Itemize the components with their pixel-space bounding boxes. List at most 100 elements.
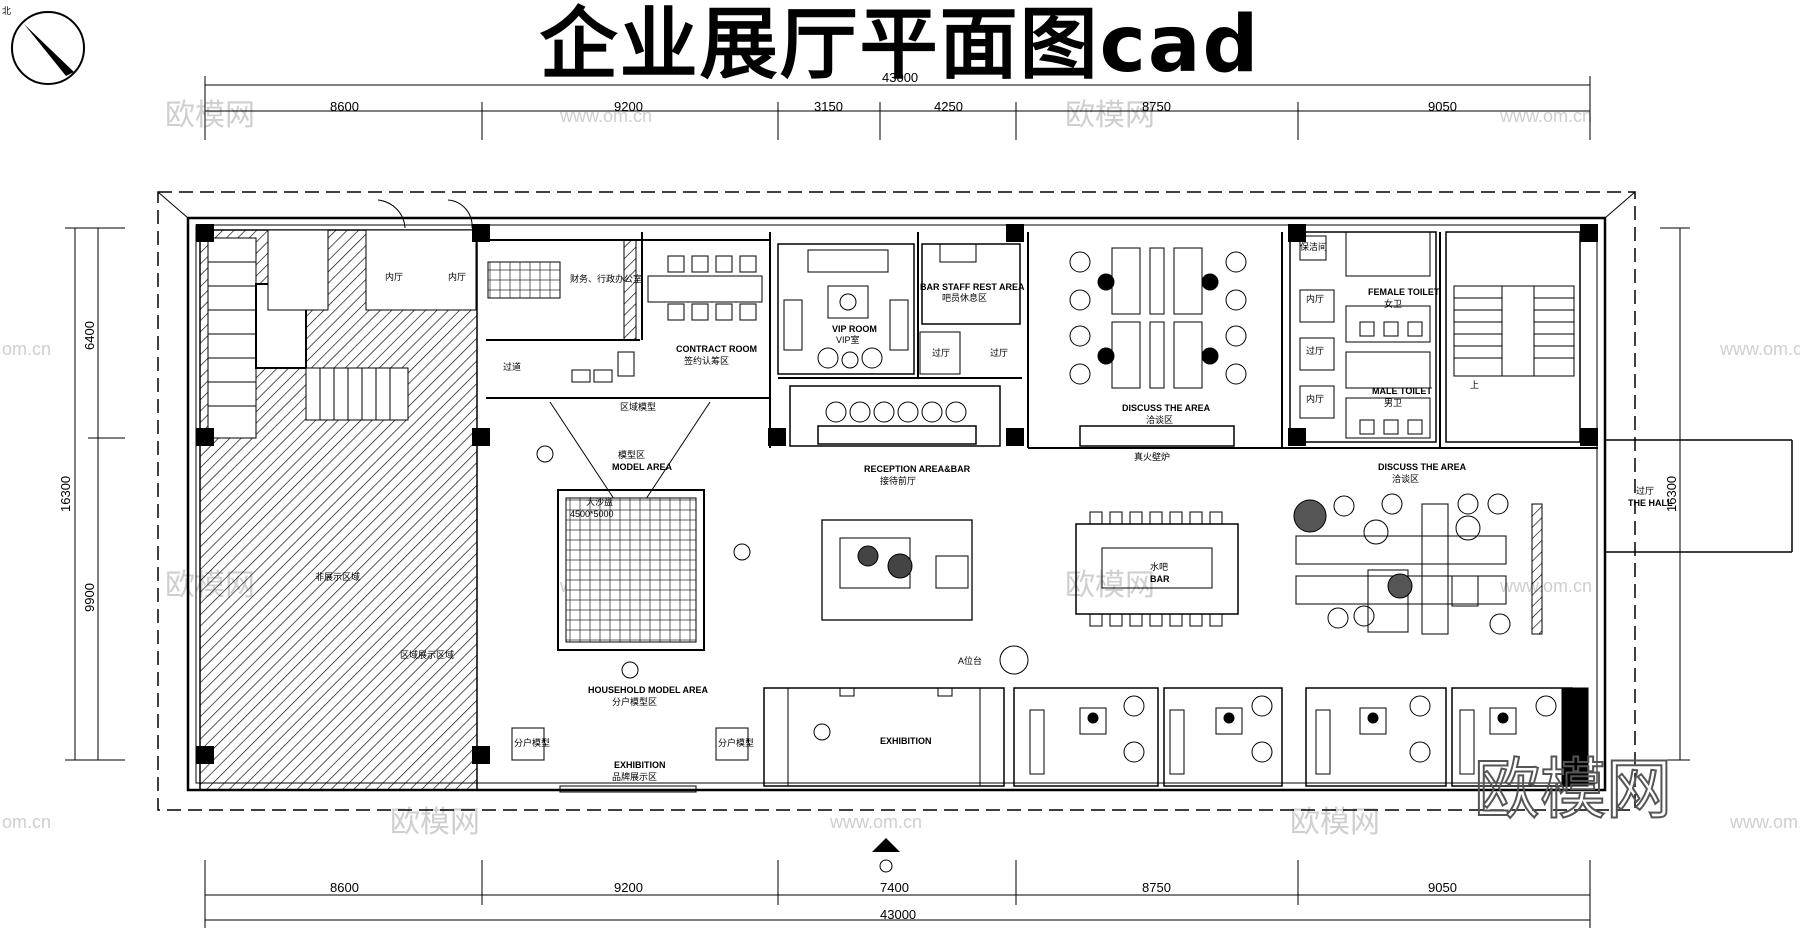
bottom-dim-segment: 9200 <box>614 880 643 895</box>
male-toilet-cn: 男卫 <box>1384 398 1402 408</box>
left-dim-segment: 9900 <box>82 583 97 612</box>
bar-staff-rest-area: BAR STAFF REST AREA 吧员休息区 过厅 过厅 <box>919 243 1025 375</box>
exhibition-corridor-en: EXHIBITION <box>880 736 932 746</box>
region-model-label: 区域模型 <box>620 401 656 412</box>
watermark-text: om.cn <box>2 812 51 832</box>
sandtable-size: 4500*5000 <box>570 509 614 519</box>
vip-room-cn: VIP室 <box>836 334 860 345</box>
female-toilet-cn: 女卫 <box>1384 298 1402 309</box>
bottom-dimension-chain <box>204 860 1591 928</box>
north-label: 北 <box>2 6 11 16</box>
hall-en: THE HALL <box>1628 498 1673 508</box>
watermark-text: www.om.cn <box>1499 576 1592 596</box>
bar-cn: 水吧 <box>1150 561 1168 572</box>
top-dim-segment: 8600 <box>330 99 359 114</box>
bottom-dim-segment: 9050 <box>1428 880 1457 895</box>
east-stairs <box>1445 231 1581 443</box>
watermark-text: www.om.cn <box>1499 106 1592 126</box>
top-dim-total: 43000 <box>882 70 918 85</box>
north-arrow: 北 <box>2 6 85 85</box>
corridor-label: 过道 <box>503 361 521 372</box>
watermark-text: om.cn <box>2 339 51 359</box>
inner-hall-label: 内厅 <box>1306 393 1324 404</box>
right-dim-total: 16300 <box>1664 476 1679 512</box>
bottom-dim-total: 43000 <box>880 907 916 922</box>
unit-model-label: 分户模型 <box>514 737 550 748</box>
right-dimension-chain <box>1660 227 1690 761</box>
discuss-east-en: DISCUSS THE AREA <box>1378 462 1467 472</box>
south-booths <box>1013 687 1589 787</box>
finance-office-label: 财务、行政办公室 <box>570 273 642 284</box>
top-dim-segment: 9050 <box>1428 99 1457 114</box>
west-hall-note: 区域展示区域 <box>400 649 454 660</box>
unit-model-label: 分户模型 <box>718 737 754 748</box>
sandtable-label: 大沙盘 <box>586 496 613 507</box>
watermark-logo: 欧模网 <box>1474 751 1672 828</box>
reception-cn: 接待前厅 <box>880 475 916 486</box>
watermark-text: www.om.cn <box>1729 812 1800 832</box>
discuss-area-north <box>1069 247 1247 447</box>
top-dimension-chain <box>204 76 1591 140</box>
inner-hall-label: 过厅 <box>1306 345 1324 356</box>
watermark-text: 欧模网 <box>390 806 480 839</box>
platform-label: A位台 <box>958 655 982 666</box>
entrance-marker <box>872 838 900 873</box>
structural-columns <box>196 224 1598 764</box>
cleaning-room-label: 保洁间 <box>1300 241 1327 252</box>
corridor-label: 过厅 <box>932 347 950 358</box>
west-stair-label: 内厅 <box>385 271 403 282</box>
watermark-text: www.om.cn <box>829 812 922 832</box>
exhibition-en: EXHIBITION <box>614 760 666 770</box>
contract-room-en: CONTRACT ROOM <box>676 344 757 354</box>
bar-staff-cn: 吧员休息区 <box>942 292 987 303</box>
north-room-walls <box>486 232 1598 449</box>
contract-room: CONTRACT ROOM 签约认筹区 <box>647 255 763 366</box>
corridor-label: 过厅 <box>990 347 1008 358</box>
watermark-text: 欧模网 <box>1290 806 1380 839</box>
bottom-dim-segment: 8600 <box>330 880 359 895</box>
male-toilet-en: MALE TOILET <box>1372 386 1432 396</box>
finance-office: 财务、行政办公室 过道 区域模型 <box>487 239 656 412</box>
inner-hall-label: 内厅 <box>1306 293 1324 304</box>
model-area-cn: 模型区 <box>618 450 645 460</box>
hall-cn: 过厅 <box>1636 485 1654 496</box>
reception-en: RECEPTION AREA&BAR <box>864 464 971 474</box>
west-stair-label: 内厅 <box>448 271 466 282</box>
watermark-text: 欧模网 <box>165 99 255 132</box>
discuss-area-east <box>1293 493 1543 635</box>
model-area <box>536 401 751 679</box>
exhibition-cn: 品牌展示区 <box>612 771 657 782</box>
bar-en: BAR <box>1150 574 1170 584</box>
left-dim-total: 16300 <box>58 476 73 512</box>
outer-boundary <box>157 191 1636 811</box>
discuss-east-cn: 洽谈区 <box>1392 473 1419 484</box>
contract-room-cn: 签约认筹区 <box>684 355 729 366</box>
reception-area <box>789 385 1001 621</box>
west-hatched-area: 内厅 内厅 非展示区域 区域展示区域 <box>199 199 478 791</box>
page-title: 企业展厅平面图cad <box>539 0 1261 90</box>
bar-staff-en: BAR STAFF REST AREA <box>920 282 1025 292</box>
west-hall-label: 非展示区域 <box>315 571 360 582</box>
household-en: HOUSEHOLD MODEL AREA <box>588 685 709 695</box>
bar-area <box>999 511 1239 675</box>
bottom-dim-segment: 7400 <box>880 880 909 895</box>
left-dimension-chain <box>65 227 125 761</box>
household-cn: 分户模型区 <box>612 696 657 707</box>
stair-up-label: 上 <box>1470 380 1479 390</box>
toilet-block <box>1289 231 1437 443</box>
bottom-dim-segment: 8750 <box>1142 880 1171 895</box>
vip-room-en: VIP ROOM <box>832 324 877 334</box>
east-hall-corridor <box>1605 439 1793 553</box>
vip-room: VIP ROOM VIP室 <box>777 243 915 375</box>
watermark-text: 欧模网 <box>1065 569 1155 602</box>
top-dim-segment: 3150 <box>814 99 843 114</box>
exhibition-corridor <box>763 687 1005 787</box>
watermark-text: www.om.cn <box>1719 339 1800 359</box>
household-model-area <box>511 727 749 793</box>
building-walls <box>186 216 1607 792</box>
fireplace-label: 真火壁炉 <box>1134 451 1170 462</box>
left-dim-segment: 6400 <box>82 321 97 350</box>
model-area-en: MODEL AREA <box>612 462 673 472</box>
top-dim-segment: 9200 <box>614 99 643 114</box>
